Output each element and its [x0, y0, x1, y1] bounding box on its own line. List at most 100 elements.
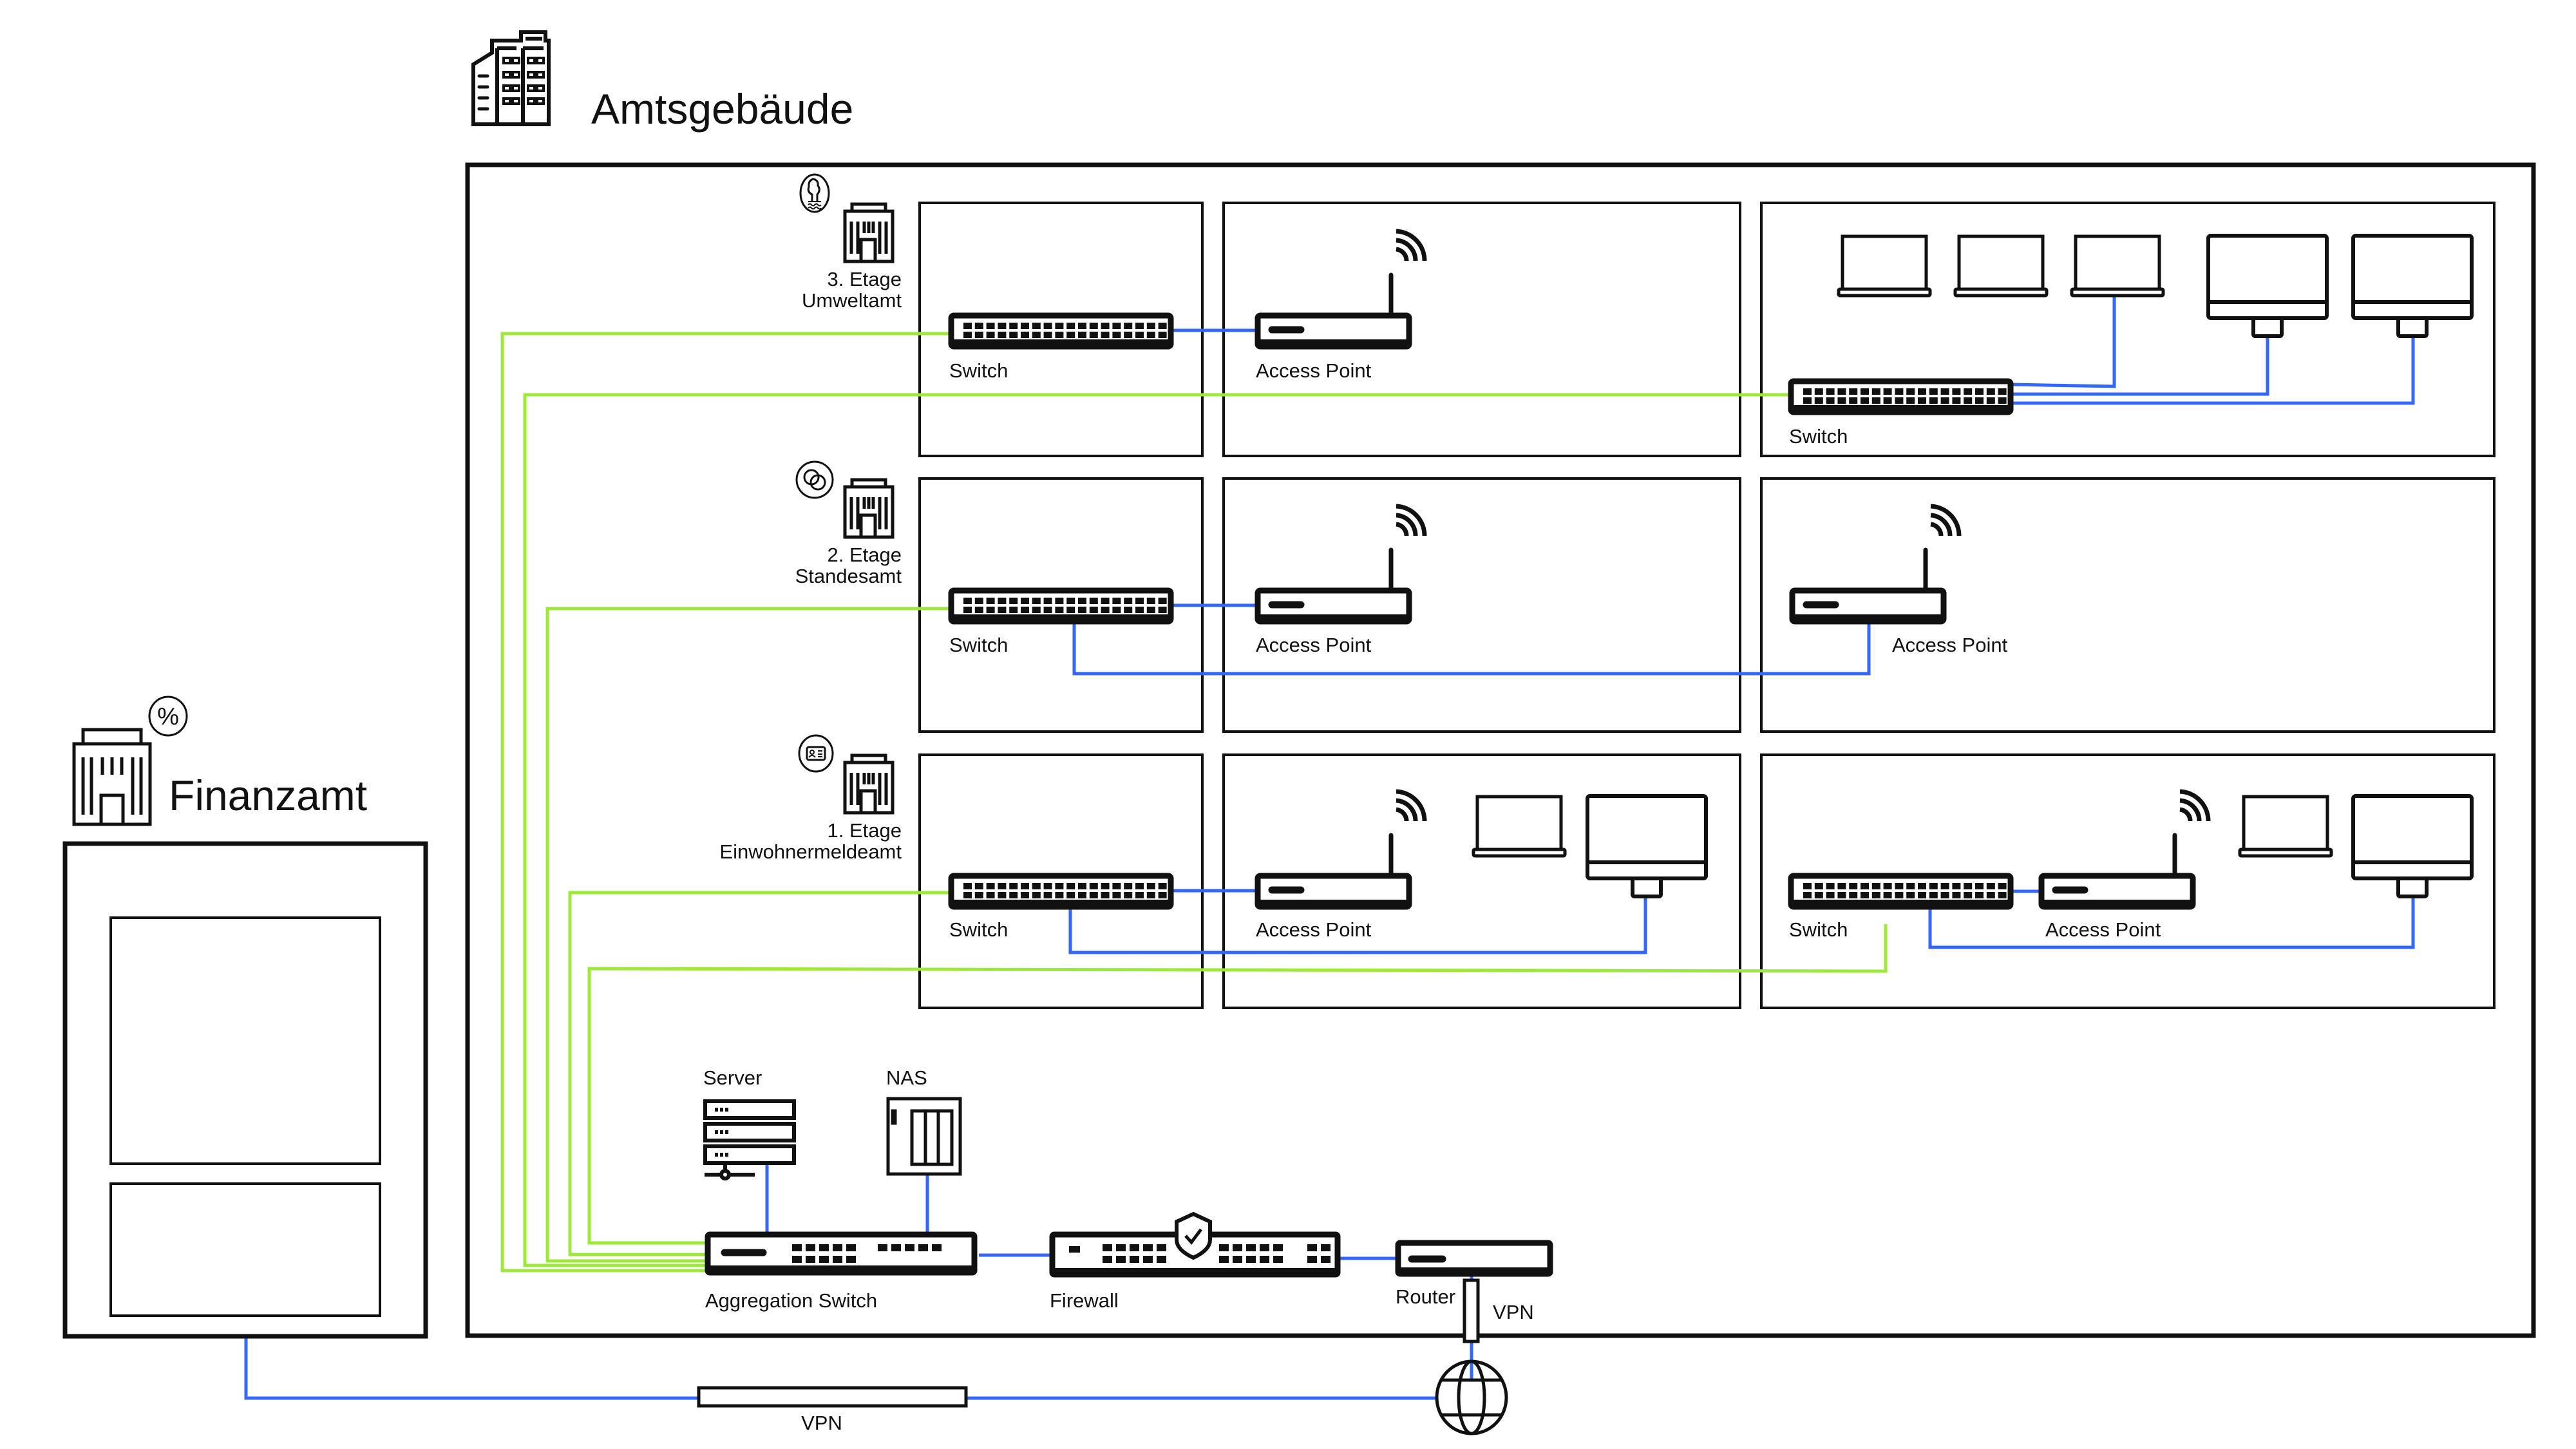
switch-port: [1078, 883, 1086, 889]
desktop-monitor-icon[interactable]: [2353, 796, 2472, 896]
switch-port: [891, 1244, 901, 1251]
switch-port: [1814, 388, 1823, 395]
switch-floor3-room1[interactable]: [951, 316, 1171, 346]
access-point-floor1-room3[interactable]: [2041, 791, 2208, 907]
percent-icon: %: [148, 696, 188, 737]
svg-text:%: %: [157, 703, 179, 730]
switch-floor1-room3[interactable]: [1791, 876, 2011, 907]
switch-port: [1066, 607, 1075, 613]
switch-port: [1135, 883, 1144, 889]
access-point-label: Access Point: [1256, 918, 1372, 941]
switch-port: [1826, 883, 1835, 889]
switch-port: [1849, 892, 1858, 898]
switch-port: [1055, 598, 1064, 604]
switch-port: [974, 607, 983, 613]
floor-1-level: 1. Etage: [828, 819, 902, 842]
switch-port: [1043, 323, 1052, 329]
switch-port: [1146, 323, 1155, 329]
switch-floor3-room3[interactable]: [1791, 381, 2011, 412]
switch-port: [986, 883, 995, 889]
laptop-icon[interactable]: [1955, 236, 2047, 296]
switch-port: [1906, 883, 1915, 889]
switch-port: [1803, 883, 1812, 889]
laptop-icon[interactable]: [2072, 236, 2163, 296]
switch-port: [1089, 598, 1098, 604]
switch-floor1-room1[interactable]: [951, 876, 1171, 907]
switch-port: [1849, 397, 1858, 404]
switch-port: [998, 892, 1007, 898]
switch-port: [1032, 332, 1041, 338]
switch-port: [1066, 323, 1075, 329]
firewall-label: Firewall: [1050, 1289, 1119, 1312]
switch-port: [998, 323, 1007, 329]
switch-port: [1895, 883, 1904, 889]
floor-2-department: Standesamt: [795, 565, 902, 587]
switch-port: [1021, 332, 1029, 338]
globe-icon[interactable]: [1435, 1359, 1508, 1435]
nas-icon[interactable]: [886, 1097, 962, 1176]
switch-port: [1837, 397, 1846, 404]
switch-port: [1998, 388, 2007, 395]
switch-port: [846, 1256, 856, 1263]
switch-port: [1929, 883, 1938, 889]
laptop-icon[interactable]: [1839, 236, 1930, 296]
switch-label: Switch: [1789, 425, 1848, 448]
switch-port: [986, 323, 995, 329]
server-icon[interactable]: [703, 1099, 796, 1180]
switch-port: [1837, 388, 1846, 395]
switch-port: [1124, 332, 1133, 338]
switch-port: [1321, 1244, 1331, 1251]
switch-port: [1803, 388, 1812, 395]
access-point-floor3[interactable]: [1258, 231, 1425, 346]
switch-port: [1032, 323, 1041, 329]
switch-port: [1135, 323, 1144, 329]
switch-port: [1101, 332, 1110, 338]
switch-port: [1219, 1244, 1229, 1251]
switch-port: [1130, 1244, 1139, 1251]
switch-port: [1849, 883, 1858, 889]
switch-floor2-room1[interactable]: [951, 591, 1171, 621]
switch-port: [1986, 397, 1995, 404]
desktop-monitor-icon[interactable]: [2353, 236, 2472, 336]
desktop-monitor-icon[interactable]: [2208, 236, 2327, 336]
switch-port: [1986, 388, 1995, 395]
room-1-1: [918, 753, 1204, 1009]
switch-port: [1158, 332, 1167, 338]
switch-port: [1103, 1244, 1112, 1251]
switch-port: [1009, 323, 1018, 329]
aggregation-switch[interactable]: [705, 1231, 978, 1276]
switch-port: [1219, 1256, 1229, 1263]
nas-label: NAS: [886, 1066, 927, 1089]
laptop-icon[interactable]: [1473, 797, 1565, 856]
switch-port: [1158, 892, 1167, 898]
switch-port: [1940, 397, 1949, 404]
access-point-floor2-room3[interactable]: [1792, 506, 1959, 621]
link-switch-remote-ap-2: [1072, 621, 1871, 676]
switch-port: [1116, 1244, 1126, 1251]
server-label: Server: [703, 1066, 762, 1089]
switch-port: [974, 883, 983, 889]
access-point-floor1[interactable]: [1258, 791, 1425, 907]
switch-port: [1918, 883, 1926, 889]
switch-port: [1089, 883, 1098, 889]
switch-port: [1952, 397, 1961, 404]
government-building-icon: [72, 728, 152, 826]
desktop-monitor-icon[interactable]: [1587, 796, 1706, 896]
backbone-links: [500, 332, 1888, 1273]
floor-rooms: [918, 202, 2496, 1009]
switch-port: [1895, 388, 1904, 395]
access-point-label: Access Point: [2045, 918, 2161, 941]
switch-port: [1032, 892, 1041, 898]
backbone-link-3-left: [500, 332, 949, 1273]
switch-port: [963, 332, 972, 338]
firewall[interactable]: [1049, 1211, 1341, 1278]
switch-port: [1861, 892, 1869, 898]
switch-port: [1986, 892, 1995, 898]
router[interactable]: [1395, 1240, 1553, 1277]
backbone-link-3-right: [523, 393, 1793, 1267]
switch-port: [1273, 1244, 1283, 1251]
tree-water-icon: [799, 173, 830, 213]
floor-building-icon: [845, 480, 893, 537]
laptop-icon[interactable]: [2240, 797, 2331, 856]
access-point-floor2[interactable]: [1258, 506, 1425, 621]
